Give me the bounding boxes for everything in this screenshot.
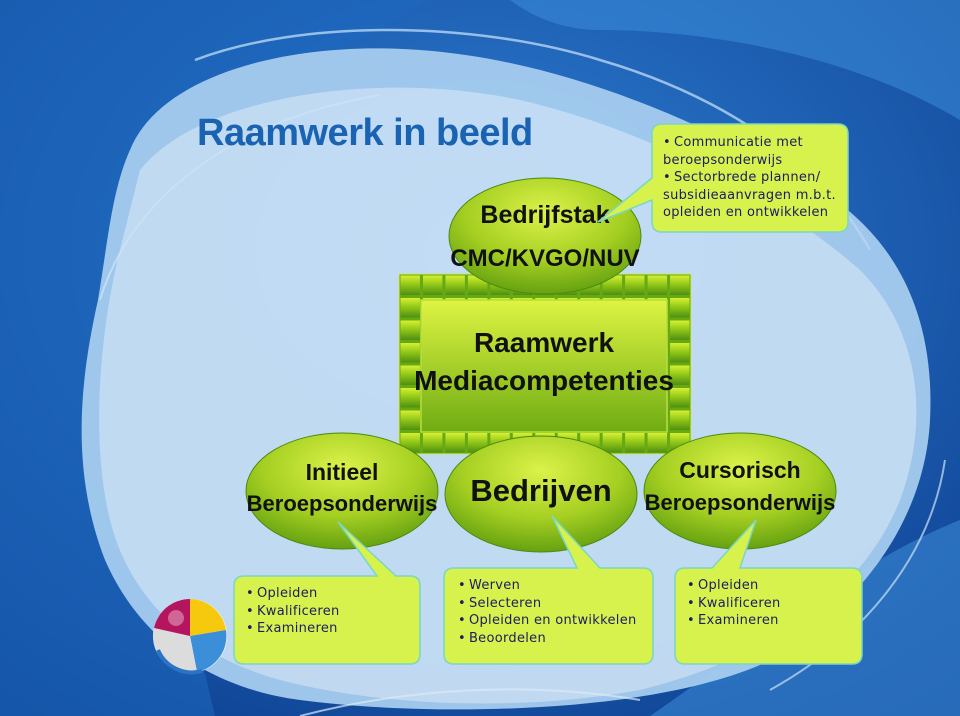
grid-cell — [445, 433, 465, 453]
list-item: Opleiden en ontwikkelen — [458, 612, 637, 630]
grid-cell — [400, 298, 420, 318]
list-item: Beoordelen — [458, 630, 637, 648]
list-item: Opleiden — [687, 577, 781, 595]
bottom-node-1-line1: Initieel — [306, 459, 379, 485]
bottom-node-bedrijven: Bedrijven — [444, 435, 638, 553]
left-callout: Opleiden Kwalificeren Examineren — [246, 585, 340, 638]
list-item: Opleiden — [246, 585, 340, 603]
bottom-node-cursorisch: Cursorisch Beroepsonderwijs — [643, 432, 837, 550]
grid-cell — [422, 275, 443, 295]
grid-cell — [670, 410, 690, 430]
top-callout-item-2: Sectorbrede plannen/subsidieaanvragen m.… — [663, 169, 836, 222]
bottom-node-2-line1: Bedrijven — [470, 473, 611, 508]
list-item: Werven — [458, 577, 637, 595]
grid-cell — [625, 433, 645, 453]
bottom-node-3-line2: Beroepsonderwijs — [645, 490, 836, 515]
list-item: Kwalificeren — [246, 603, 340, 621]
bottom-node-1-line2: Beroepsonderwijs — [247, 491, 438, 516]
grid-cell — [400, 343, 420, 363]
top-node-line2: CMC/KVGO/NUV — [450, 245, 639, 272]
grid-cell — [602, 433, 623, 453]
grid-cell — [670, 365, 690, 385]
grid-cell — [647, 433, 668, 453]
central-node: Raamwerk Mediacompetenties — [414, 299, 674, 433]
grid-cell — [670, 343, 690, 363]
bottom-node-initieel: Initieel Beroepsonderwijs — [245, 432, 439, 550]
right-callout: Opleiden Kwalificeren Examineren — [687, 577, 781, 630]
central-node-line1: Raamwerk — [474, 327, 615, 358]
top-node: Bedrijfstak CMC/KVGO/NUV — [448, 177, 642, 295]
logo-ball-icon — [153, 599, 227, 675]
list-item: Selecteren — [458, 595, 637, 613]
bottom-node-3-line1: Cursorisch — [679, 457, 800, 483]
grid-cell — [400, 365, 420, 385]
grid-cell — [647, 275, 668, 295]
grid-cell — [400, 410, 420, 430]
grid-cell — [400, 275, 420, 295]
middle-callout: Werven Selecteren Opleiden en ontwikkele… — [458, 577, 637, 647]
grid-cell — [445, 275, 465, 295]
grid-cell — [670, 320, 690, 340]
top-node-line1: Bedrijfstak — [480, 201, 609, 229]
page-title: Raamwerk in beeld — [197, 112, 533, 154]
central-node-line2: Mediacompetenties — [414, 365, 674, 396]
grid-cell — [625, 275, 645, 295]
grid-cell — [422, 433, 443, 453]
grid-cell — [670, 298, 690, 318]
grid-cell — [670, 275, 690, 295]
grid-cell — [400, 320, 420, 340]
list-item: Kwalificeren — [687, 595, 781, 613]
grid-cell — [400, 388, 420, 408]
list-item: Examineren — [687, 612, 781, 630]
list-item: Examineren — [246, 620, 340, 638]
grid-cell — [670, 388, 690, 408]
